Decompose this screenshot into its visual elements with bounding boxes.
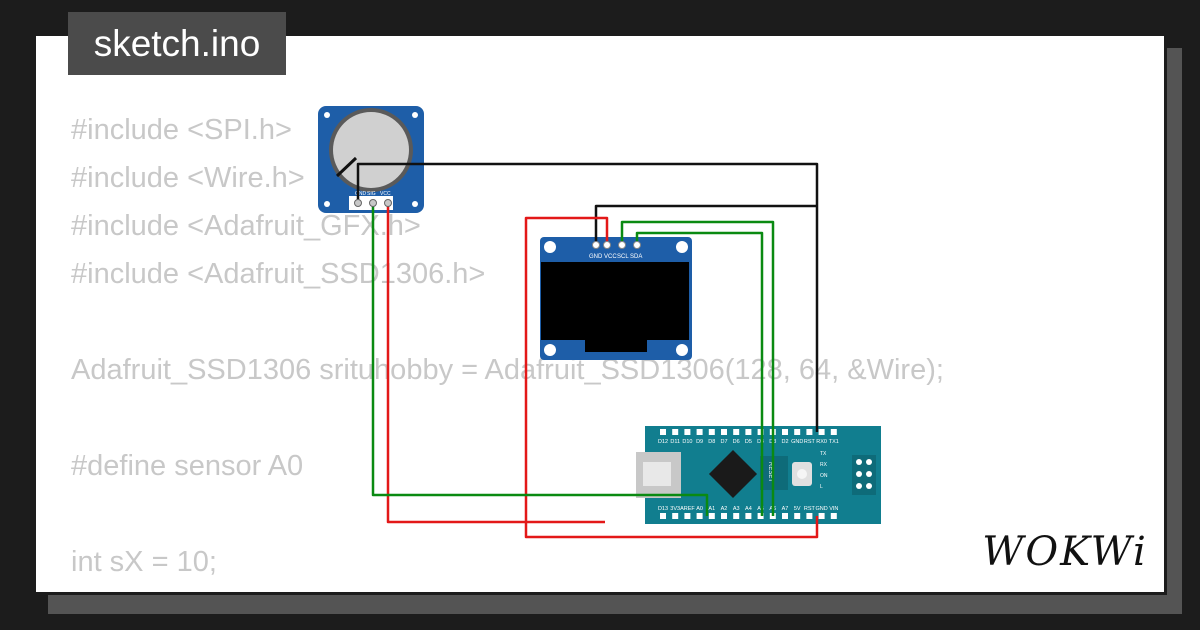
arduino-top-pin (733, 429, 740, 435)
led-label: ON (820, 473, 828, 479)
arduino-bottom-pin (660, 513, 666, 519)
wire-oled-vcc (524, 216, 819, 539)
code-line: int sX = 10; (71, 546, 217, 578)
code-line: #include <Wire.h> (71, 162, 305, 194)
arduino-bottom-pin-label: 5V (794, 506, 801, 512)
arduino-bottom-pin (721, 513, 727, 519)
code-line: #include <Adafruit_GFX.h> (71, 210, 421, 242)
arduino-bottom-pin (745, 513, 752, 519)
code-preview: #include <SPI.h> #include <Wire.h> #includ… (71, 106, 944, 592)
arduino-bottom-pin-label: A4 (745, 506, 752, 512)
brand-name: WOKWi (982, 529, 1148, 575)
arduino-top-pin (708, 429, 715, 435)
potentiometer[interactable]: GND SIG VCC (318, 106, 424, 213)
arduino-bottom-pin-label: A1 (708, 506, 715, 512)
arduino-top-pin-label: RST (804, 439, 816, 445)
wire-oled-scl (620, 220, 775, 516)
arduino-top-pin-label: D6 (733, 439, 740, 445)
arduino-top-pin (782, 429, 788, 435)
arduino-bottom-pin (818, 513, 825, 519)
arduino-top-pin-label: D4 (757, 439, 764, 445)
arduino-bottom-pin (672, 513, 679, 519)
arduino-bottom-pin-label: D13 (658, 506, 668, 512)
oled-pin-label: SCL (617, 254, 629, 260)
arduino-top-pin (806, 429, 813, 435)
code-line: #include <SPI.h> (71, 114, 292, 146)
arduino-top-pin (757, 429, 764, 435)
oled-pin-label: GND (589, 254, 603, 260)
oled-pin-label: SDA (630, 254, 642, 260)
pot-pin-label: GND (355, 191, 367, 197)
wokwi-logo: WOKWi (975, 526, 1155, 578)
arduino-top-pin (818, 429, 825, 435)
code-line: Adafruit_SSD1306 srituhobby = Adafruit_S… (71, 354, 944, 386)
arduino-bottom-pin-label: A0 (696, 506, 703, 512)
arduino-bottom-pin (757, 513, 764, 519)
arduino-top-pin-label: D7 (720, 439, 727, 445)
arduino-bottom-pin (794, 513, 801, 519)
pins (354, 199, 641, 249)
arduino-bottom-pin (684, 513, 691, 519)
wires (356, 162, 819, 539)
code-line: #include <Adafruit_SSD1306.h> (71, 258, 486, 290)
arduino-top-pin-label: TX1 (829, 439, 839, 445)
arduino-top-pin-label: D5 (745, 439, 752, 445)
wire-oled-gnd (594, 204, 817, 244)
arduino-top-pin (745, 429, 752, 435)
code-line: #define sensor A0 (71, 450, 304, 482)
arduino-bottom-pin-label: A2 (721, 506, 728, 512)
arduino-top-pin (721, 429, 727, 435)
arduino-top-pin-label: D11 (670, 439, 680, 445)
wire-pot-gnd (356, 162, 819, 432)
led-label: RX (820, 462, 828, 468)
arduino-bottom-pin (708, 513, 715, 519)
pot-pin-label: VCC (380, 191, 391, 197)
arduino-bottom-pin (696, 513, 703, 519)
arduino-top-pin (672, 429, 679, 435)
file-tab[interactable]: sketch.ino (68, 12, 286, 75)
led-label: L (820, 484, 823, 490)
arduino-bottom-pin-label: A5 (757, 506, 764, 512)
arduino-top-pin (830, 429, 837, 435)
arduino-top-pin-label: GND (791, 439, 803, 445)
wire-pot-sig (371, 203, 709, 516)
arduino-top-pin (660, 429, 666, 435)
arduino-bottom-pin-label: AREF (680, 506, 695, 512)
arduino-bottom-pin-label: GND (815, 506, 827, 512)
arduino-top-pin-label: D9 (696, 439, 703, 445)
pot-pin-label: SIG (367, 191, 376, 197)
arduino-bottom-pin-label: 3V3 (670, 506, 680, 512)
arduino-top-pin (684, 429, 691, 435)
arduino-bottom-pin (782, 513, 788, 519)
led-label: TX (820, 451, 827, 457)
arduino-top-pin-label: D12 (658, 439, 668, 445)
arduino-bottom-pin-label: A3 (733, 506, 740, 512)
arduino-bottom-pin-label: VIN (829, 506, 838, 512)
arduino-top-pin-label: D2 (781, 439, 788, 445)
arduino-top-pin (696, 429, 703, 435)
arduino-bottom-pin (830, 513, 837, 519)
oled-display[interactable]: GND VCC SCL SDA (540, 237, 692, 360)
arduino-bottom-pin-label: A7 (782, 506, 789, 512)
arduino-bottom-pin (733, 513, 740, 519)
arduino-top-pin-label: D8 (708, 439, 715, 445)
arduino-bottom-pin-label: RST (804, 506, 816, 512)
reset-label: RESET (767, 462, 773, 482)
wire-pot-vcc (386, 203, 605, 524)
arduino-top-pin-label: RX0 (816, 439, 827, 445)
oled-pin-label: VCC (604, 254, 617, 260)
wire-oled-sda (635, 231, 764, 516)
arduino-bottom-pin (806, 513, 813, 519)
arduino-top-pin (794, 429, 801, 435)
arduino-top-pin-label: D10 (682, 439, 692, 445)
